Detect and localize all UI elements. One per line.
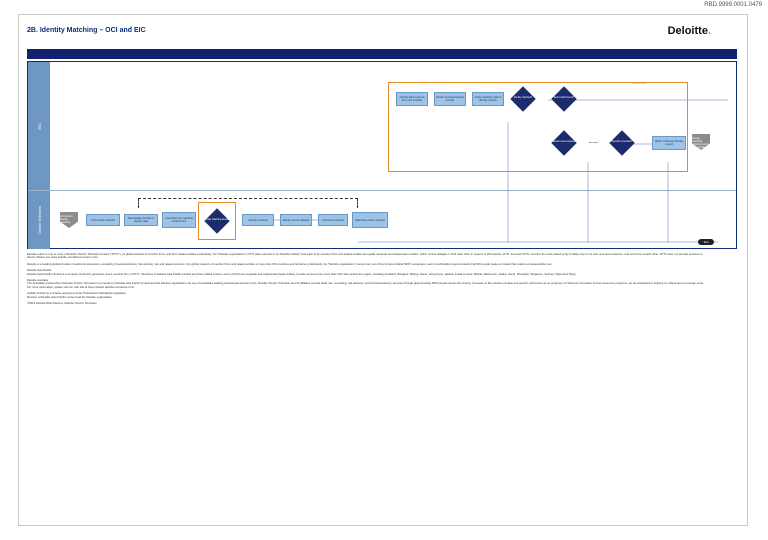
page-title: 2B. Identity Matching – OCI and EIC xyxy=(27,27,146,34)
exception-label: Exception xyxy=(589,142,599,144)
decision-identity-matched-label: Identity matched? xyxy=(513,97,533,99)
flow-box-record-updated: Identity record updated xyxy=(280,214,312,226)
deloitte-logo: Deloitte. xyxy=(667,25,711,37)
decision-records-reconciled-label: Records reconciled? xyxy=(611,141,633,143)
flow-box-load-data: Load data into matching environment xyxy=(162,212,196,228)
footer-paragraph: Liability limited by a scheme approved u… xyxy=(27,291,127,296)
footer-heading: Deloitte Asia Pacific xyxy=(27,268,52,273)
decision-manual-review-label: Manual review required? xyxy=(551,141,577,143)
flow-box-match-confirmed: Match confirmed identity record xyxy=(652,136,686,150)
decision-exact-match-label: Exact match found? xyxy=(553,97,575,99)
footer-paragraph: Member of Deloitte Asia Pacific Limited … xyxy=(27,294,113,299)
decision-identity-matching-label: Identity matching decision xyxy=(203,219,231,221)
offpage-connector: Identity matching outcome review and rep… xyxy=(692,134,710,150)
end-terminator: End xyxy=(698,239,714,245)
header-band xyxy=(27,49,737,59)
start-connector: Commence identity matching xyxy=(60,212,78,228)
footer-heading: Deloitte Australia xyxy=(27,278,48,283)
flow-box-apply-matching-rules: Apply matching rules to identity records xyxy=(472,92,504,106)
footer-copyright: ©2021 Deloitte Risk Advisory. Deloitte T… xyxy=(27,301,97,306)
manual-review-note: Manual review xyxy=(632,83,647,85)
footer-paragraph: Deloitte refers to one or more of Deloit… xyxy=(27,252,703,260)
lane-separator xyxy=(28,190,736,191)
loop-back-line xyxy=(138,198,358,208)
flow-box-results-reported: Matching results reported xyxy=(352,212,388,228)
slide-page: 2B. Identity Matching – OCI and EIC Delo… xyxy=(18,14,748,526)
footer-paragraph: Deloitte Asia Pacific Limited is a compa… xyxy=(27,271,577,276)
manual-review-frame xyxy=(388,82,688,172)
swimlane-diagram: EIC Oracle Services Manual review Identi… xyxy=(27,61,737,249)
flow-box-extract-load: Extract and load identity records xyxy=(434,92,466,106)
flow-box-oci-extract: OCI extract received xyxy=(86,214,120,226)
flow-box-identity-matched: Identity matched xyxy=(242,214,274,226)
flow-box-outcome-recorded: Outcome recorded xyxy=(318,214,348,226)
lane-label-top: EIC xyxy=(28,62,50,190)
footer-paragraph: Deloitte is a leading global provider of… xyxy=(27,261,553,266)
flow-box-identity-data-received: Identity data received from OCI and EIC xyxy=(396,92,428,106)
document-code: RBD.9999.0001.0479 xyxy=(704,2,762,8)
decision-highlight-frame xyxy=(198,202,236,240)
lane-label-bottom: Oracle Services xyxy=(28,191,50,249)
footer-paragraph: The Australian partnership of Deloitte T… xyxy=(27,281,704,289)
flow-box-data-quality: Data quality checks on identity data xyxy=(124,214,158,226)
footer-legal-text: Deloitte refers to one or more of Deloit… xyxy=(27,252,707,308)
